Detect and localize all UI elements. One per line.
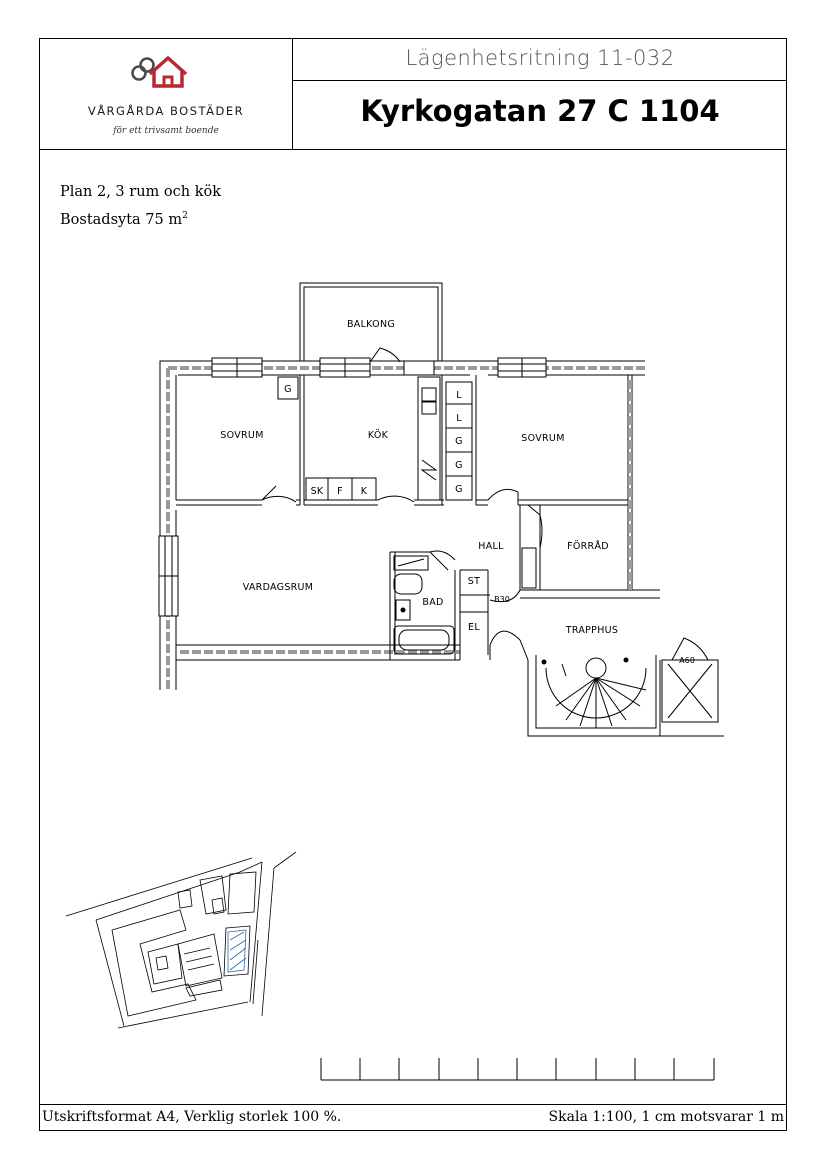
fixture-sk: SK xyxy=(311,486,324,497)
door-rating-b30: B30 xyxy=(494,595,510,604)
wardrobe-5: G xyxy=(455,484,463,495)
fixture-f: F xyxy=(337,486,343,497)
logo: VÅRGÅRDA BOSTÄDER för ett trivsamt boend… xyxy=(40,40,292,150)
plan-description: Plan 2, 3 rum och kök xyxy=(60,184,221,200)
room-bedroom-right-label: SOVRUM xyxy=(521,433,564,444)
bathroom-fixtures xyxy=(393,555,455,655)
closet-g-left xyxy=(277,376,299,400)
header-vertical-divider xyxy=(292,39,293,149)
wardrobe-3: G xyxy=(455,436,463,447)
wardrobe-4: G xyxy=(455,460,463,471)
wardrobe-1: L xyxy=(456,390,462,401)
room-storage-label: FÖRRÅD xyxy=(567,540,609,552)
living-area: Bostadsyta 75 m2 xyxy=(60,204,221,232)
wardrobe-2: L xyxy=(456,413,462,424)
room-bath-label: BAD xyxy=(422,597,443,608)
area-unit-sup: 2 xyxy=(182,211,188,221)
storage-shelf xyxy=(521,547,537,589)
header-divider xyxy=(39,149,787,150)
stairwell xyxy=(527,655,724,737)
room-bedroom-left-label: SOVRUM xyxy=(220,430,263,441)
room-kitchen-label: KÖK xyxy=(368,430,389,441)
document-title: Lägenhetsritning 11-032 xyxy=(405,46,675,70)
site-buildings xyxy=(111,871,257,1017)
bedroom-right-wardrobes xyxy=(445,381,473,501)
balcony-door xyxy=(369,347,435,376)
door-swings xyxy=(261,485,543,661)
elevator-rating-a60: A60 xyxy=(679,656,695,665)
kitchen-cabinets xyxy=(305,477,377,501)
footer-divider xyxy=(39,1104,787,1105)
scale-note: Skala 1:100, 1 cm motsvarar 1 m xyxy=(548,1109,784,1125)
page-frame xyxy=(39,38,787,1131)
print-format-note: Utskriftsformat A4, Verklig storlek 100 … xyxy=(42,1109,342,1125)
title-divider xyxy=(292,80,787,81)
fixture-g-left: G xyxy=(284,384,292,395)
area-label: Bostadsyta 75 m xyxy=(60,211,183,228)
fixture-st: ST xyxy=(468,576,480,587)
apartment-info: Plan 2, 3 rum och kök Bostadsyta 75 m2 xyxy=(60,180,221,232)
elevator-shaft xyxy=(661,637,719,723)
apartment-address: Kyrkogatan 27 C 1104 xyxy=(360,94,720,128)
room-living-label: VARDAGSRUM xyxy=(243,582,314,593)
fixture-el: EL xyxy=(468,622,480,633)
room-stairwell-label: TRAPPHUS xyxy=(565,625,619,636)
windows xyxy=(158,357,547,617)
brand-name: VÅRGÅRDA BOSTÄDER xyxy=(87,104,245,118)
house-logo-icon xyxy=(131,56,188,88)
fixture-k: K xyxy=(361,486,368,497)
room-hall-label: HALL xyxy=(478,541,504,552)
room-balcony-label: BALKONG xyxy=(347,319,395,330)
site-roads xyxy=(65,851,297,1029)
kitchen-sink-stove xyxy=(417,376,441,501)
brand-tagline: för ett trivsamt boende xyxy=(113,126,219,136)
